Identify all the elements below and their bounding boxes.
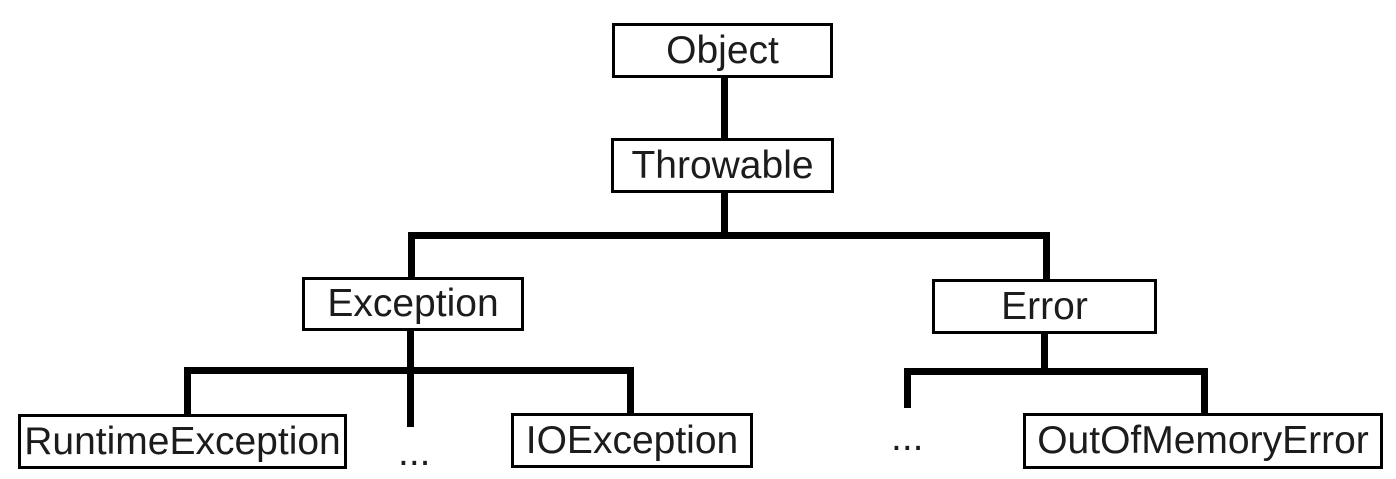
node-error: Error — [932, 279, 1157, 334]
node-runtime-exception: RuntimeException — [18, 414, 347, 469]
connector-to-error-ellipsis — [904, 368, 911, 408]
connector-crossbar-error-children — [904, 368, 1208, 375]
ellipsis-error-children: ... — [891, 416, 924, 459]
connector-object-throwable — [721, 78, 728, 139]
connector-crossbar-throwable-children — [408, 232, 1050, 239]
connector-error-stem — [1041, 333, 1048, 375]
connector-crossbar-exception-children — [184, 367, 634, 374]
connector-throwable-stem — [721, 193, 728, 233]
connector-crossbar-to-error — [1043, 232, 1050, 279]
connector-to-io-exception — [627, 367, 634, 413]
connector-crossbar-to-exception — [408, 232, 415, 277]
connector-to-out-of-memory-error — [1201, 368, 1208, 413]
node-object: Object — [612, 23, 833, 78]
node-exception: Exception — [302, 277, 524, 331]
connector-to-runtime-exception — [184, 367, 191, 414]
node-throwable: Throwable — [611, 138, 834, 193]
ellipsis-exception-children: ... — [398, 431, 431, 474]
node-out-of-memory-error: OutOfMemoryError — [1023, 413, 1383, 469]
connector-exception-stem — [407, 329, 414, 427]
node-io-exception: IOException — [511, 413, 753, 468]
